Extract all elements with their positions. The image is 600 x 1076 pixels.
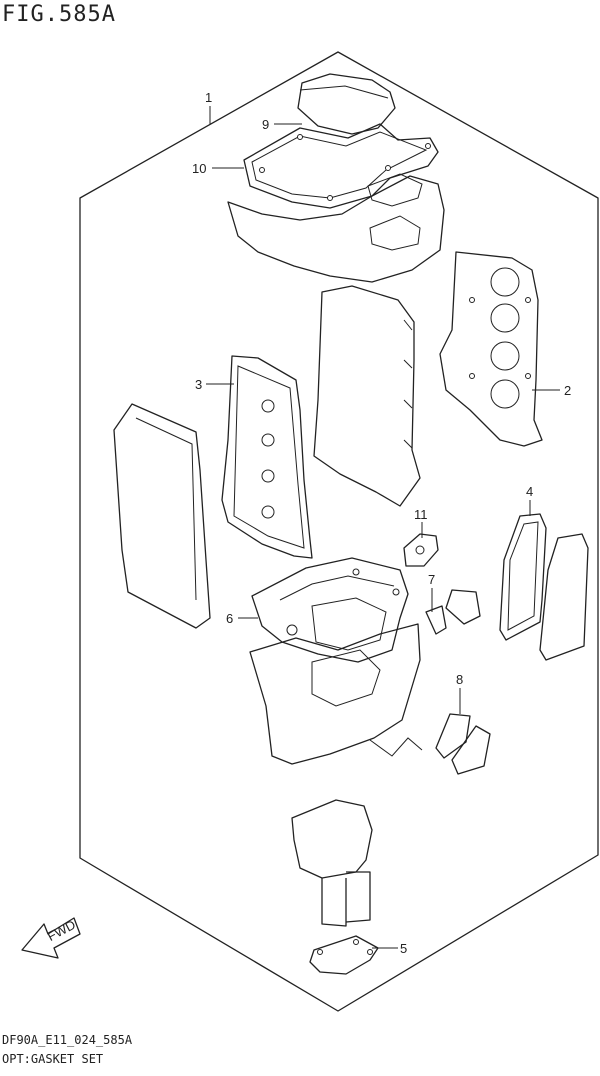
fitting-part-7	[425, 589, 481, 635]
callout-5: 5	[400, 941, 407, 956]
side-strip-gasket	[539, 533, 589, 661]
callout-11: 11	[414, 507, 428, 522]
gasket-part-5	[309, 935, 379, 975]
oil-pan-gasket	[249, 623, 423, 765]
callout-3: 3	[195, 377, 202, 392]
fwd-arrow: FWD	[21, 917, 81, 959]
gasket-part-8	[435, 713, 491, 775]
callout-2: 2	[564, 383, 571, 398]
callout-8: 8	[456, 672, 463, 687]
cam-cover-gasket-part-3	[221, 355, 313, 559]
fwd-label: FWD	[45, 917, 78, 944]
callout-7: 7	[428, 572, 435, 587]
assembly-name: OPT:GASKET SET	[2, 1052, 104, 1066]
intake-gasket	[227, 173, 445, 283]
callout-10: 10	[192, 161, 206, 176]
block-side-panel	[313, 285, 421, 507]
gasket-part-11	[403, 533, 439, 567]
gasket-part-4	[499, 513, 547, 641]
oil-strainer-assembly	[291, 799, 373, 927]
callout-6: 6	[226, 611, 233, 626]
callout-9: 9	[262, 117, 269, 132]
diagram-code: DF90A_E11_024_585A	[2, 1033, 133, 1047]
figure-title: FIG.585A	[2, 2, 116, 27]
kit-boundary	[79, 51, 599, 1012]
gasket-part-6	[251, 557, 409, 663]
callout-4: 4	[526, 484, 533, 499]
side-gasket-left	[113, 403, 211, 629]
callout-1: 1	[205, 90, 212, 105]
head-gasket-part-2	[439, 251, 543, 447]
gasket-part-9	[297, 73, 396, 135]
gasket-part-10	[243, 123, 439, 209]
